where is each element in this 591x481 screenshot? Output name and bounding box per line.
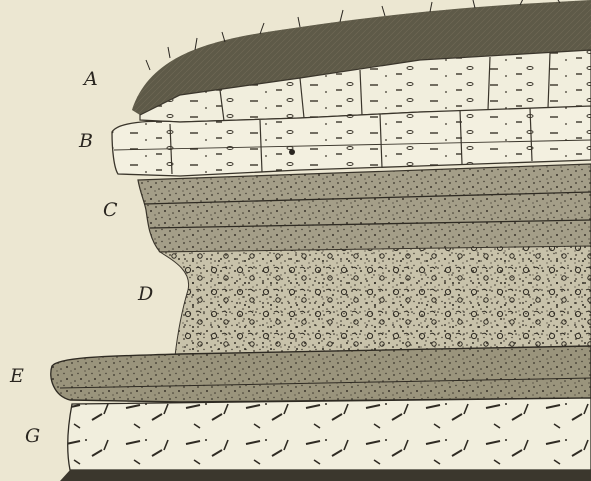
layer-label-c: C <box>103 199 118 221</box>
layer-g-rock <box>60 398 591 481</box>
layer-label-e: E <box>10 365 24 387</box>
layer-label-a: A <box>84 68 98 90</box>
layer-label-b: B <box>79 130 93 152</box>
layer-e-rock <box>51 346 591 402</box>
layer-label-d: D <box>138 283 153 305</box>
layer-d-rock <box>160 246 591 356</box>
layer-label-g: G <box>25 425 40 447</box>
layer-c-rock <box>138 164 591 252</box>
